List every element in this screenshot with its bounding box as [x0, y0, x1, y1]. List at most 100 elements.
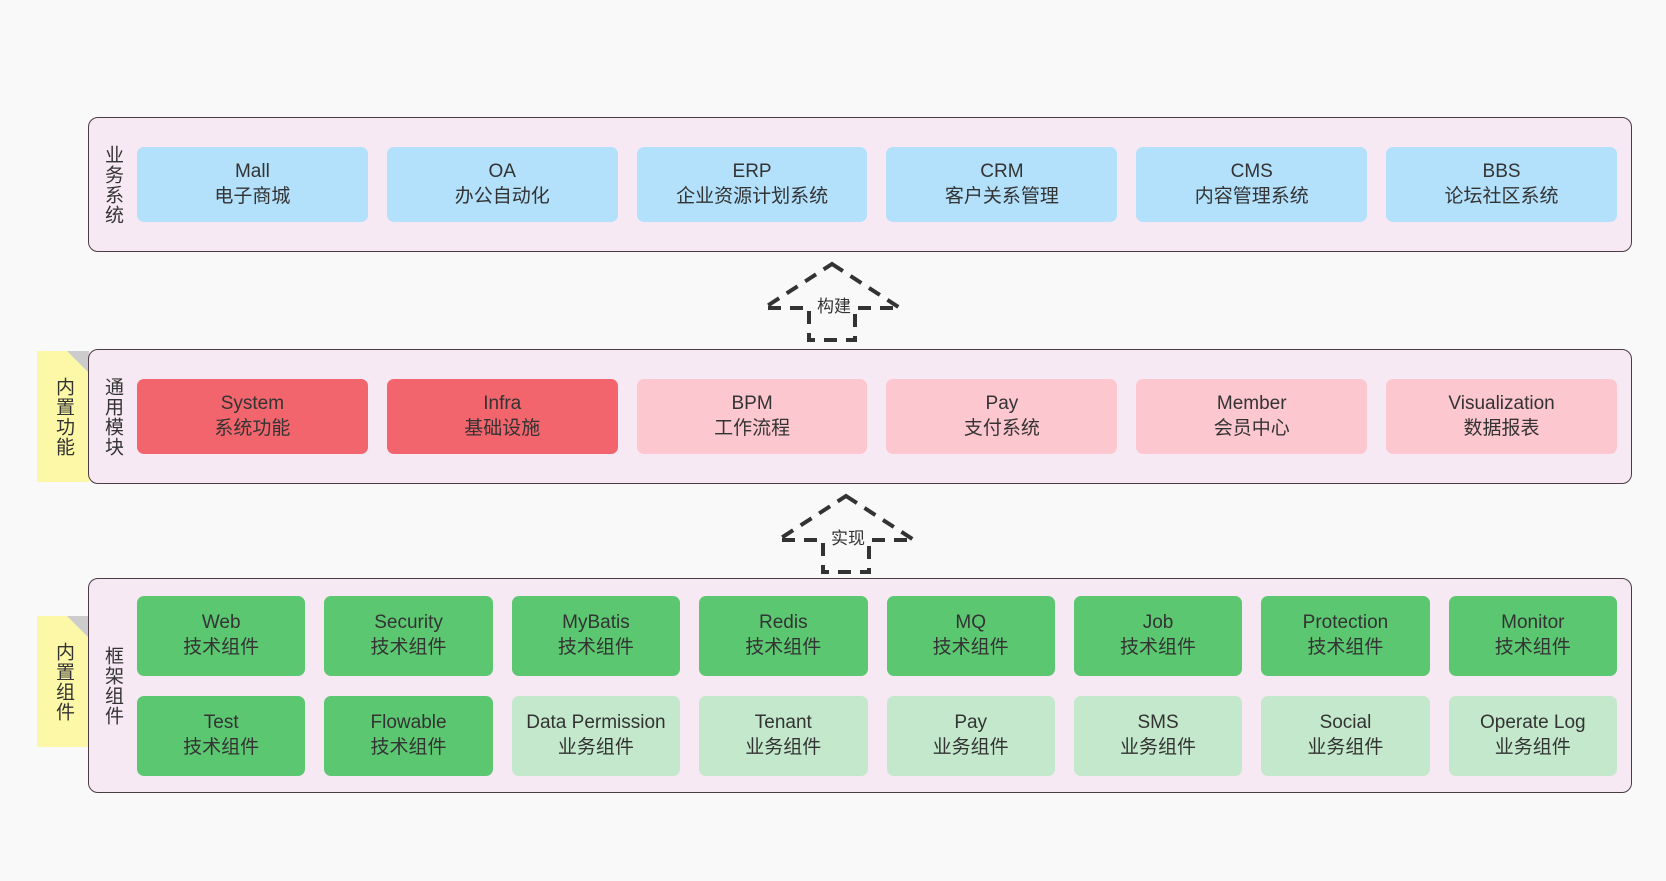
card-title: Infra	[483, 393, 522, 415]
card-title: SMS	[1137, 712, 1179, 734]
card-subtitle: 技术组件	[1307, 636, 1384, 658]
card-subtitle: 系统功能	[214, 417, 291, 439]
card-title: Protection	[1302, 612, 1389, 634]
card-title: Job	[1142, 612, 1174, 634]
card-subtitle: 技术组件	[1494, 636, 1571, 658]
card-subtitle: 客户关系管理	[944, 185, 1059, 207]
card-subtitle: 技术组件	[370, 736, 447, 758]
card-title: Redis	[759, 612, 808, 634]
card-title: Flowable	[370, 712, 447, 734]
card-title: Test	[203, 712, 239, 734]
card-subtitle: 技术组件	[1120, 636, 1197, 658]
card-subtitle: 内容管理系统	[1194, 185, 1309, 207]
card-title: Member	[1216, 393, 1287, 415]
note-builtin-component: 内置组件	[37, 616, 89, 747]
arrow-implement-label: 实现	[831, 529, 865, 548]
card-title: MQ	[955, 612, 986, 634]
card-subtitle: 业务组件	[745, 736, 822, 758]
card-subtitle: 会员中心	[1213, 417, 1290, 439]
note-builtin-component-label: 内置组件	[53, 641, 75, 722]
note-builtin-function-label: 内置功能	[53, 376, 75, 457]
layer-title-framework: 框架组件	[102, 645, 124, 726]
note-fold-corner-icon	[67, 351, 89, 373]
card-title: System	[220, 393, 285, 415]
layer-title-business: 业务系统	[102, 144, 124, 225]
card-title: CMS	[1230, 161, 1273, 183]
generalization-arrow-icon	[757, 261, 907, 342]
card-title: ERP	[732, 161, 772, 183]
card-subtitle: 技术组件	[745, 636, 822, 658]
card-title: Data Permission	[526, 712, 666, 734]
card-subtitle: 技术组件	[183, 636, 260, 658]
card-title: BPM	[731, 393, 773, 415]
card-title: CRM	[980, 161, 1024, 183]
card-subtitle: 电子商城	[214, 185, 291, 207]
arrow-build-label: 构建	[817, 297, 851, 316]
card-title: OA	[488, 161, 516, 183]
card-title: Monitor	[1501, 612, 1565, 634]
card-subtitle: 业务组件	[1494, 736, 1571, 758]
card-title: Web	[201, 612, 241, 634]
card-subtitle: 业务组件	[932, 736, 1009, 758]
generalization-arrow-icon	[771, 493, 921, 574]
card-subtitle: 技术组件	[370, 636, 447, 658]
card-subtitle: 办公自动化	[454, 185, 550, 207]
card-subtitle: 基础设施	[464, 417, 541, 439]
layer-title-common: 通用模块	[102, 376, 124, 457]
card-subtitle: 工作流程	[714, 417, 791, 439]
card-subtitle: 论坛社区系统	[1444, 185, 1559, 207]
card-title: BBS	[1482, 161, 1521, 183]
note-builtin-function: 内置功能	[37, 351, 89, 482]
card-subtitle: 企业资源计划系统	[676, 185, 829, 207]
card-title: Social	[1319, 712, 1372, 734]
card-title: Pay	[985, 393, 1019, 415]
card-subtitle: 业务组件	[1120, 736, 1197, 758]
card-title: MyBatis	[562, 612, 630, 634]
note-fold-corner-icon	[67, 616, 89, 638]
card-title: Tenant	[754, 712, 812, 734]
card-title: Visualization	[1448, 393, 1555, 415]
card-title: Mall	[234, 161, 270, 183]
card-subtitle: 业务组件	[557, 736, 634, 758]
card-title: Pay	[954, 712, 988, 734]
card-title: Security	[374, 612, 443, 634]
card-subtitle: 技术组件	[183, 736, 260, 758]
